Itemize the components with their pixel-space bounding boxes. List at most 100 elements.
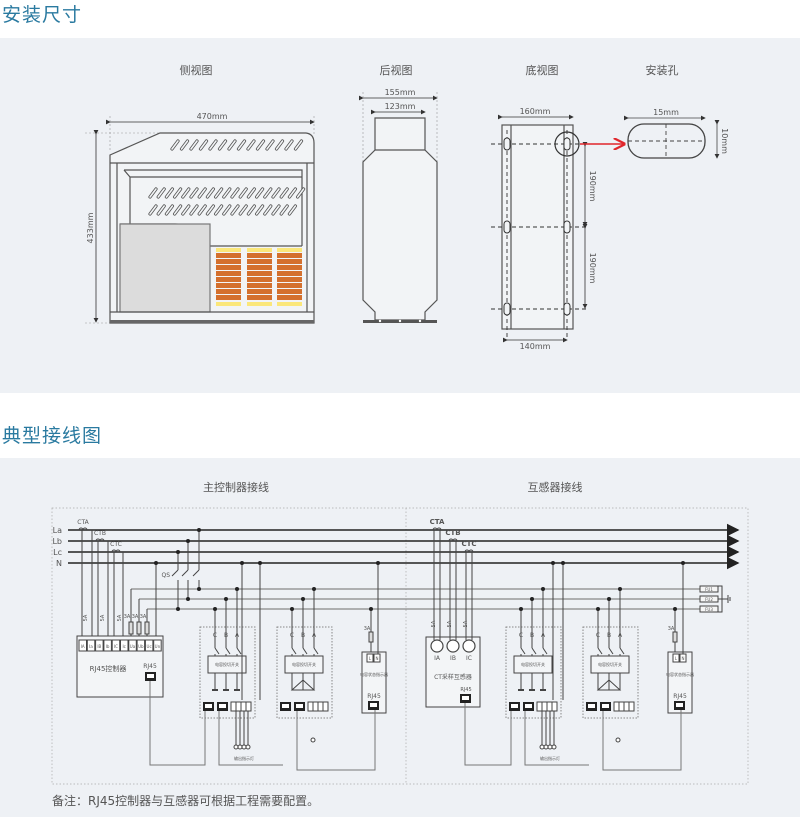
fuse-tag: FU1 [705,587,713,592]
vent-slot-inner [209,140,217,150]
switch-label: 电容投切开关 [215,661,239,667]
fuse-rating: 5A [117,614,123,621]
fuse [699,585,719,593]
side-height-label: 433mm [86,212,95,243]
vent-slot-inner [272,205,280,215]
vent-slot-inner [206,188,215,198]
switch-contact [214,647,220,655]
phase-label: B [301,632,305,639]
switch-box [284,655,324,674]
terminal-label: Un [155,644,161,649]
ct-label: CTB [445,529,460,537]
junction-dot [186,539,190,543]
rj45-port-slot [511,704,518,708]
terminal [144,639,154,652]
ground-symbol [718,585,731,613]
ct-coil [448,538,458,542]
bus-label: La [53,526,62,535]
terminal-label: IA [81,644,85,649]
communication-cable [218,711,283,766]
terminal [120,639,129,652]
ct-input-ring [462,639,476,653]
ct-coil [464,549,474,553]
hole-height-label: 10mm [720,128,729,154]
vent-slot-inner [288,205,297,215]
switch-contact [302,647,308,655]
switch-contact [597,647,603,655]
fuse-tag: FU3 [705,607,713,612]
phase-label: C [290,632,294,639]
junction-dot [561,561,565,565]
vent-slot-inner [214,188,223,198]
rj45-port-slot [370,703,377,707]
ct-input-ring [430,639,444,653]
junction-dot [376,561,380,565]
output-light-icon [237,744,243,750]
heat-block [247,259,272,264]
switch-contact [542,647,548,655]
rj45-port-slot [462,696,469,700]
terminal-label: Ua [130,644,136,649]
switch-box [513,655,553,674]
junction-dot [176,607,180,611]
switch-blade [181,569,189,577]
switch-blade [171,569,179,577]
controller-label: RJ45控制器 [90,664,127,673]
side-view-title: 侧视图 [180,63,213,77]
output-terminal [322,701,329,712]
vent-slot-inner [231,188,239,198]
vent-slot-inner [294,140,303,150]
switch-label: 电容投切开关 [521,661,545,667]
rj45-port-slot [282,704,289,708]
fuse [368,631,374,643]
mount-hole-drawing [624,115,720,159]
terminal [111,639,121,652]
terminal [78,639,87,652]
rj45-port-slot [205,704,212,708]
vent-slot-inner [239,188,247,198]
switch-box [590,655,630,674]
terminal-label: L [675,656,678,661]
heat-block [277,253,302,258]
heat-block [247,253,272,258]
vent-slot-inner [199,140,208,150]
vent-slot-inner [247,140,255,150]
vent-slot-inner [198,205,206,215]
vent-slot-inner [272,188,280,198]
switch-module-box [505,626,562,719]
switch-box [207,655,247,674]
junction-dot [607,597,611,601]
junction-dot [213,607,217,611]
heat-cap [277,248,302,252]
ct-coil [432,527,442,531]
output-light-label: 输出指示灯 [234,755,254,761]
section-title-dimensions: 安装尺寸 [2,4,83,26]
bus-label: Lb [52,537,62,546]
junction-dot [235,587,239,591]
terminal [136,639,146,652]
junction-dot [519,607,523,611]
delta-capacitor [596,679,622,691]
heat-cap [216,248,241,252]
switch-contact [236,647,242,655]
terminal [373,653,381,663]
fuse-rating: 3A [668,626,675,632]
heat-block [247,295,272,300]
junction-dot [197,587,201,591]
communication-cable [524,711,589,766]
output-terminal [312,701,319,712]
terminal-label: N [376,656,379,661]
vent-slot-inner [264,205,272,215]
qs-label: QS [161,572,170,579]
terminal-label: Ic [123,644,126,649]
bottom-view-drawing [491,114,588,343]
switch-label: 电容投切开关 [598,661,622,667]
output-terminal [541,701,548,712]
switch-contact [531,647,537,655]
junction-dot [673,607,677,611]
output-terminal [245,701,252,712]
vent-slot-inner [190,188,198,198]
hole-width-label: 15mm [653,108,679,117]
output-light-icon [547,744,553,750]
indicator-lamp-icon [615,737,621,743]
